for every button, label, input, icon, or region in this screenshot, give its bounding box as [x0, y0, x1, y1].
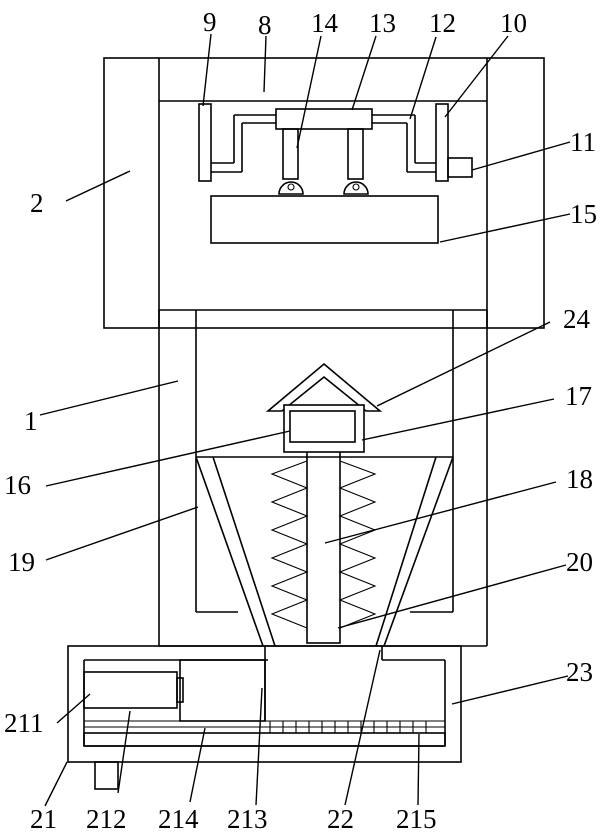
label-213: 213	[227, 804, 268, 834]
screw-shaft	[270, 446, 377, 644]
label-14: 14	[311, 8, 339, 38]
base-assembly	[67, 645, 462, 790]
main-body	[158, 310, 488, 647]
top-housing	[103, 57, 545, 329]
hopper	[195, 456, 454, 647]
top-mechanism	[198, 103, 473, 244]
label-22: 22	[327, 804, 354, 834]
label-15: 15	[570, 199, 597, 229]
label-214: 214	[158, 804, 199, 834]
label-23: 23	[566, 657, 593, 687]
motor-and-cover	[265, 362, 383, 453]
label-10: 10	[500, 8, 527, 38]
label-13: 13	[369, 8, 396, 38]
label-212: 212	[86, 804, 127, 834]
label-215: 215	[396, 804, 437, 834]
label-1: 1	[24, 406, 38, 436]
label-21: 21	[30, 804, 57, 834]
label-24: 24	[563, 304, 591, 334]
label-18: 18	[566, 464, 593, 494]
label-20: 20	[566, 547, 593, 577]
label-12: 12	[429, 8, 456, 38]
label-2: 2	[30, 188, 44, 218]
label-11: 11	[570, 127, 596, 157]
label-16: 16	[4, 470, 31, 500]
label-19: 19	[8, 547, 35, 577]
label-17: 17	[565, 381, 592, 411]
label-211: 211	[4, 708, 44, 738]
reference-labels: 9 8 14 13 12 10 11 15 2 1 24 17 16 18 19…	[4, 7, 597, 834]
label-8: 8	[258, 10, 272, 40]
label-9: 9	[203, 7, 217, 37]
leader-lines	[39, 33, 571, 807]
